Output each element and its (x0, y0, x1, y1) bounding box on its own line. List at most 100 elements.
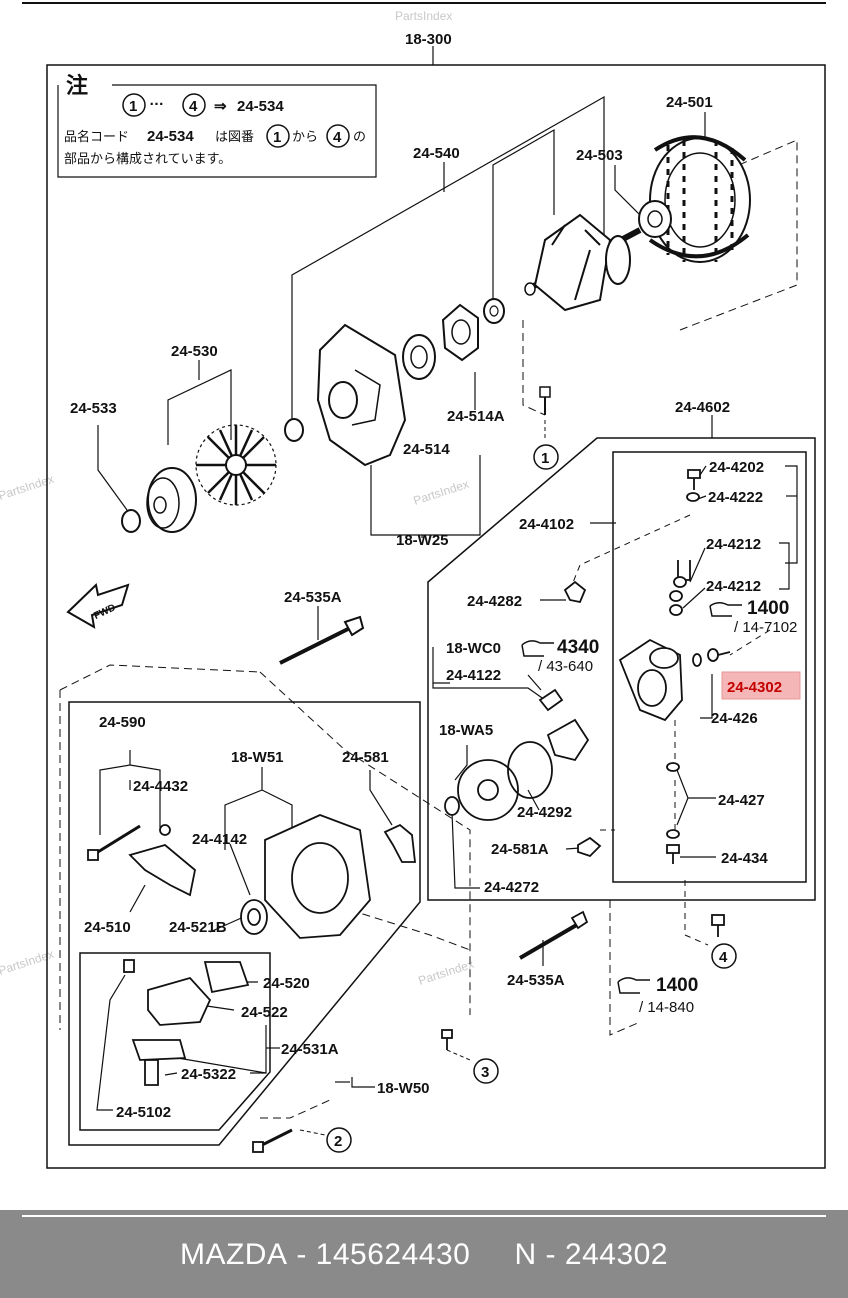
footer-part-code: 244302 (564, 1238, 668, 1271)
watermark: PartsIndex (395, 9, 452, 23)
circle-mark-1-label: 1 (541, 450, 549, 467)
label-24-4122: 24-4122 (446, 667, 501, 684)
label-18-300: 18-300 (405, 31, 452, 48)
label-24-581A: 24-581A (491, 841, 549, 858)
circle-mark-3 (473, 1058, 499, 1084)
subassembly-18-W51 (68, 701, 421, 1146)
label-24-426: 24-426 (711, 710, 758, 727)
label-24-531A: 24-531A (281, 1041, 339, 1058)
note-title: 注 (66, 73, 88, 99)
watermark: PartsIndex (412, 477, 471, 508)
label-24-4302: 24-4302 (727, 679, 782, 696)
rear-frame-24-501 (648, 135, 751, 263)
spacer (284, 418, 304, 442)
note-line2-suffix: の (353, 130, 366, 145)
nut-24-533 (121, 509, 141, 533)
label-24-4432: 24-4432 (133, 778, 188, 795)
label-24-5322: 24-5322 (181, 1066, 236, 1083)
label-24-533: 24-533 (70, 400, 117, 417)
label-24-535A-bottom: 24-535A (507, 972, 565, 989)
dashed-guides-right (569, 514, 771, 946)
footer-oem-number: 145624430 (315, 1238, 471, 1271)
label-24-4292: 24-4292 (517, 804, 572, 821)
footer-separator: - (545, 1238, 557, 1271)
label-24-520: 24-520 (263, 975, 310, 992)
label-1400-top: 1400 (747, 598, 789, 619)
bearing-small (483, 298, 505, 324)
label-24-530: 24-530 (171, 343, 218, 360)
fwd-arrow-icon: FWD (66, 583, 130, 629)
footer-divider (22, 1215, 826, 1217)
leader-lines-right (432, 465, 798, 889)
note-line2-prefix: 品名コード (64, 129, 129, 145)
retainer-24-514A (441, 303, 479, 362)
hand-pointer-icon (617, 977, 650, 994)
label-24-4222: 24-4222 (708, 489, 763, 506)
note-line3: 部品から構成されています。 (64, 152, 231, 167)
footer-code-prefix: N (514, 1238, 537, 1271)
label-14-840: / 14-840 (639, 999, 694, 1016)
note-mark-1b: 1 (273, 129, 281, 146)
label-24-510: 24-510 (84, 919, 131, 936)
label-24-540: 24-540 (413, 145, 460, 162)
footer-bar: MAZDA - 145624430 N - 244302 (0, 1210, 848, 1298)
right-box-parts (444, 469, 731, 864)
main-frame (46, 64, 826, 1169)
label-24-514: 24-514 (403, 441, 450, 458)
subassembly-24-4602 (427, 415, 816, 901)
watermark: PartsIndex (417, 957, 476, 988)
label-24-4102: 24-4102 (519, 516, 574, 533)
label-24-4282: 24-4282 (467, 593, 522, 610)
bolt-mark-1 (539, 386, 551, 415)
label-24-4212-b: 24-4212 (706, 578, 761, 595)
front-frame (316, 323, 407, 467)
label-24-590: 24-590 (99, 714, 146, 731)
circle-mark-2 (326, 1127, 352, 1153)
dashed-bolt-guides (299, 1049, 471, 1136)
label-24-535A-top: 24-535A (284, 589, 342, 606)
rotor-24-540 (524, 213, 642, 312)
note-code-1: 24-534 (237, 98, 284, 115)
note-box: 注 1 … 4 ⇒ 24-534 品名コード 24-534 は図番 1 から 4… (57, 73, 377, 178)
label-18-W25: 18-W25 (396, 532, 449, 549)
note-mark-4b: 4 (333, 129, 342, 146)
bolt-24-535A-top (279, 615, 365, 665)
label-24-4212-a: 24-4212 (706, 536, 761, 553)
note-code-2: 24-534 (147, 128, 194, 145)
label-24-4142: 24-4142 (192, 831, 247, 848)
label-24-434: 24-434 (721, 850, 768, 867)
label-24-522: 24-522 (241, 1004, 288, 1021)
footer-brand: MAZDA (179, 1238, 288, 1271)
note-line2-from: から (292, 130, 318, 145)
label-24-514A: 24-514A (447, 408, 505, 425)
note-arrow: ⇒ (214, 98, 227, 115)
circle-mark-1 (533, 444, 559, 470)
note-mark-1: 1 (129, 98, 137, 115)
exploded-view-svg: PartsIndex PartsIndex PartsIndex PartsIn… (0, 2, 826, 1169)
label-24-4602: 24-4602 (675, 399, 730, 416)
lower-parts (87, 814, 725, 1153)
footer-caption: MAZDA - 145624430 N - 244302 (0, 1238, 848, 1272)
circle-mark-3-label: 3 (481, 1064, 489, 1081)
label-24-501: 24-501 (666, 94, 713, 111)
bearing-24-514 (402, 334, 436, 380)
hand-pointer-icon (521, 640, 554, 657)
label-24-4272: 24-4272 (484, 879, 539, 896)
circle-mark-2-label: 2 (334, 1133, 342, 1150)
label-24-503: 24-503 (576, 147, 623, 164)
label-1400-bottom: 1400 (656, 975, 698, 996)
label-24-521B: 24-521B (169, 919, 227, 936)
label-18-W51: 18-W51 (231, 749, 284, 766)
pulley (146, 467, 197, 533)
note-mark-4: 4 (189, 98, 198, 115)
leader-lines-upper (97, 95, 706, 538)
label-4340: 4340 (557, 637, 599, 658)
highlight-24-4302 (721, 671, 801, 700)
label-24-5102: 24-5102 (116, 1104, 171, 1121)
circle-mark-4-label: 4 (719, 949, 728, 966)
note-ellipsis: … (149, 92, 164, 109)
label-18-W50: 18-W50 (377, 1080, 430, 1097)
label-18-WC0: 18-WC0 (446, 640, 501, 657)
dashed-guides-lower (59, 664, 641, 1119)
label-14-7102: / 14-7102 (734, 619, 797, 636)
